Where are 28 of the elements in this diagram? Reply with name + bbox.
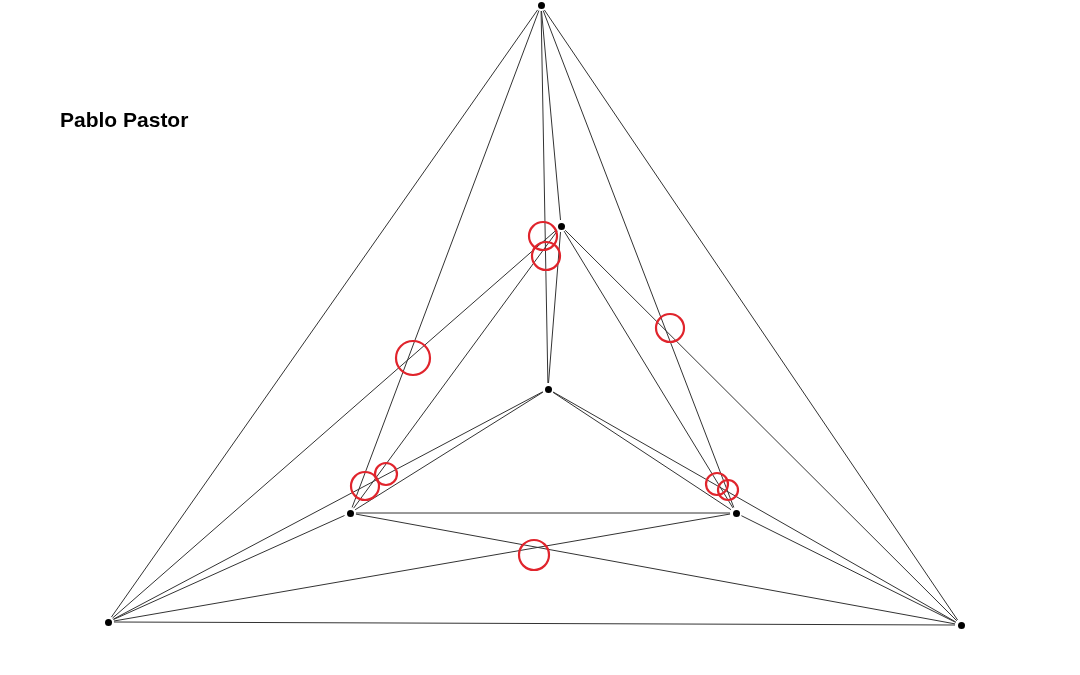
graph-edge [543, 9, 959, 621]
graph-edge [113, 621, 956, 626]
vertex-dot [537, 1, 545, 9]
graph-edge [354, 391, 544, 511]
graph-edge [740, 515, 957, 623]
graph-edge [563, 230, 734, 509]
vertex-dot [346, 509, 354, 517]
vertex-dot [957, 621, 965, 629]
graph-edge [564, 229, 958, 622]
graph-edge [552, 391, 957, 623]
vertex-dot [104, 618, 112, 626]
graph-edge [110, 9, 539, 618]
author-name: Pablo Pastor [60, 108, 189, 132]
graph-edge [113, 513, 731, 622]
graph-edge [540, 10, 549, 384]
vertex-dot [732, 509, 740, 517]
vertex-dot [557, 222, 565, 230]
vertex-dot [544, 385, 552, 393]
graph-edge [113, 515, 345, 620]
graph-edge [351, 10, 540, 508]
graph-edge [353, 230, 558, 509]
graph-edge [355, 513, 956, 625]
graph-edge [542, 10, 735, 508]
graph-edge [548, 231, 561, 384]
graph-edge [552, 391, 732, 511]
graph-edge [112, 229, 557, 619]
graph-edge [112, 391, 544, 620]
graph-edge [355, 512, 731, 514]
